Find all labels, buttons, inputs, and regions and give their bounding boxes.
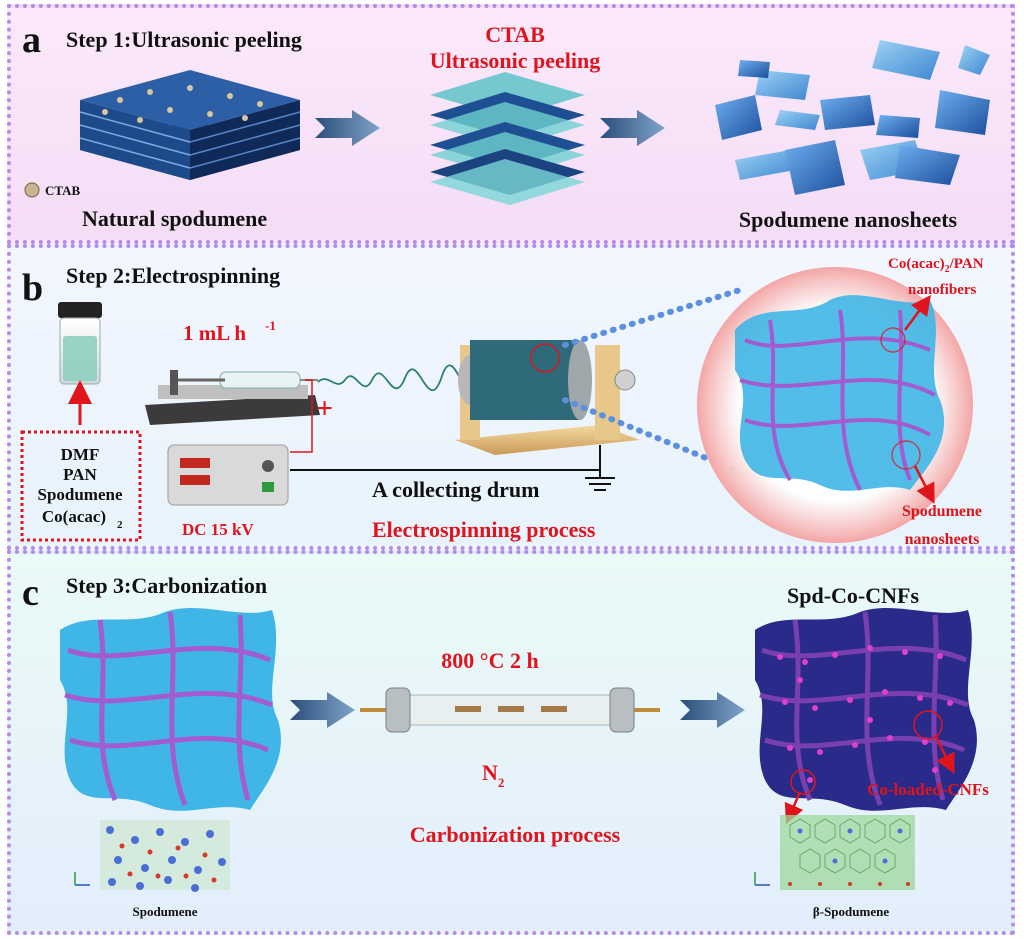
nanosheet-label-line2: nanosheets: [905, 531, 980, 548]
crystal-left-label: Spodumene: [132, 904, 197, 919]
spodumene-crystal-structure: [74, 820, 230, 892]
co-loaded-label: Co-loaded-CNFs: [867, 780, 989, 799]
nanofiber-zoom: [697, 267, 973, 543]
electrospinning-process-label: Electrospinning process: [372, 517, 596, 542]
ingredient-pan: PAN: [63, 465, 97, 484]
zoom-line-bottom: [562, 397, 738, 473]
dc-power-supply: [167, 444, 289, 506]
natural-spodumene-stack: [79, 70, 301, 180]
ctab-top-label: CTAB: [485, 22, 545, 47]
spd-co-cnf-product: [755, 608, 977, 811]
voltage-label: DC 15 kV: [182, 520, 255, 539]
crystal-right-label: β-Spodumene: [813, 904, 889, 919]
nanofiber-arrow: [903, 294, 931, 331]
co-cnf-arrow: [933, 734, 955, 774]
ctab-intercalated-stack: [430, 72, 585, 205]
nanofiber-label-line2: nanofibers: [908, 282, 977, 298]
panel-c-step-title: Step 3:Carbonization: [66, 573, 267, 598]
ingredient-coacac: Co(acac): [42, 507, 106, 526]
quartz-tube: [360, 687, 660, 733]
nanofiber-label-prefix: Co(acac)2/PAN: [888, 256, 984, 275]
product-title: Spd-Co-CNFs: [787, 583, 919, 608]
nanosheet-arrow: [913, 465, 935, 504]
arrow-c1: [290, 692, 355, 728]
zoom-line-top: [562, 287, 743, 348]
panel-a-step-title: Step 1:Ultrasonic peeling: [66, 27, 302, 52]
ingredient-dmf: DMF: [61, 445, 100, 464]
panel-c-letter: c: [22, 572, 39, 614]
ultrasonic-peeling-label: Ultrasonic peeling: [430, 48, 601, 73]
ctab-legend-dot: [24, 182, 40, 198]
carbonization-condition: 800 °C 2 h: [441, 648, 538, 673]
syringe-pump: [145, 370, 320, 425]
beta-spodumene-crystal-structure: [754, 815, 915, 890]
nanosheet-label-line1: Spodumene: [902, 503, 982, 520]
panel-a-letter: a: [22, 19, 41, 61]
natural-spodumene-label: Natural spodumene: [82, 206, 267, 231]
panel-b-letter: b: [22, 267, 43, 309]
arrow-a1: [315, 110, 380, 146]
ground-symbol: [585, 470, 615, 491]
electrospinning-jet: [317, 364, 483, 393]
ingredient-spodumene: Spodumene: [37, 485, 122, 504]
ingredients-box: [20, 430, 142, 542]
nanosheets-label: Spodumene nanosheets: [739, 207, 958, 232]
precursor-vial: [58, 302, 102, 385]
plus-sign: +: [316, 392, 333, 425]
ctab-legend-label: CTAB: [45, 183, 80, 198]
gas-label: N2: [482, 760, 504, 790]
panel-b-step-title: Step 2:Electrospinning: [66, 263, 280, 288]
arrow-c2: [680, 692, 745, 728]
nanosheets-cluster: [715, 40, 990, 195]
ingredient-coacac-sub: 2: [117, 519, 123, 531]
positive-wire: [290, 379, 313, 453]
flow-rate-label: 1 mL h: [183, 321, 246, 345]
flow-rate-superscript: -1: [265, 318, 276, 333]
collecting-drum: [455, 340, 640, 455]
carbonization-process-label: Carbonization process: [410, 822, 621, 847]
drum-label: A collecting drum: [372, 477, 539, 502]
precursor-nanofiber-mat: [60, 608, 281, 811]
arrow-a2: [600, 110, 665, 146]
beta-crystal-arrow: [784, 791, 804, 825]
zoom-source-circle: [530, 343, 560, 373]
